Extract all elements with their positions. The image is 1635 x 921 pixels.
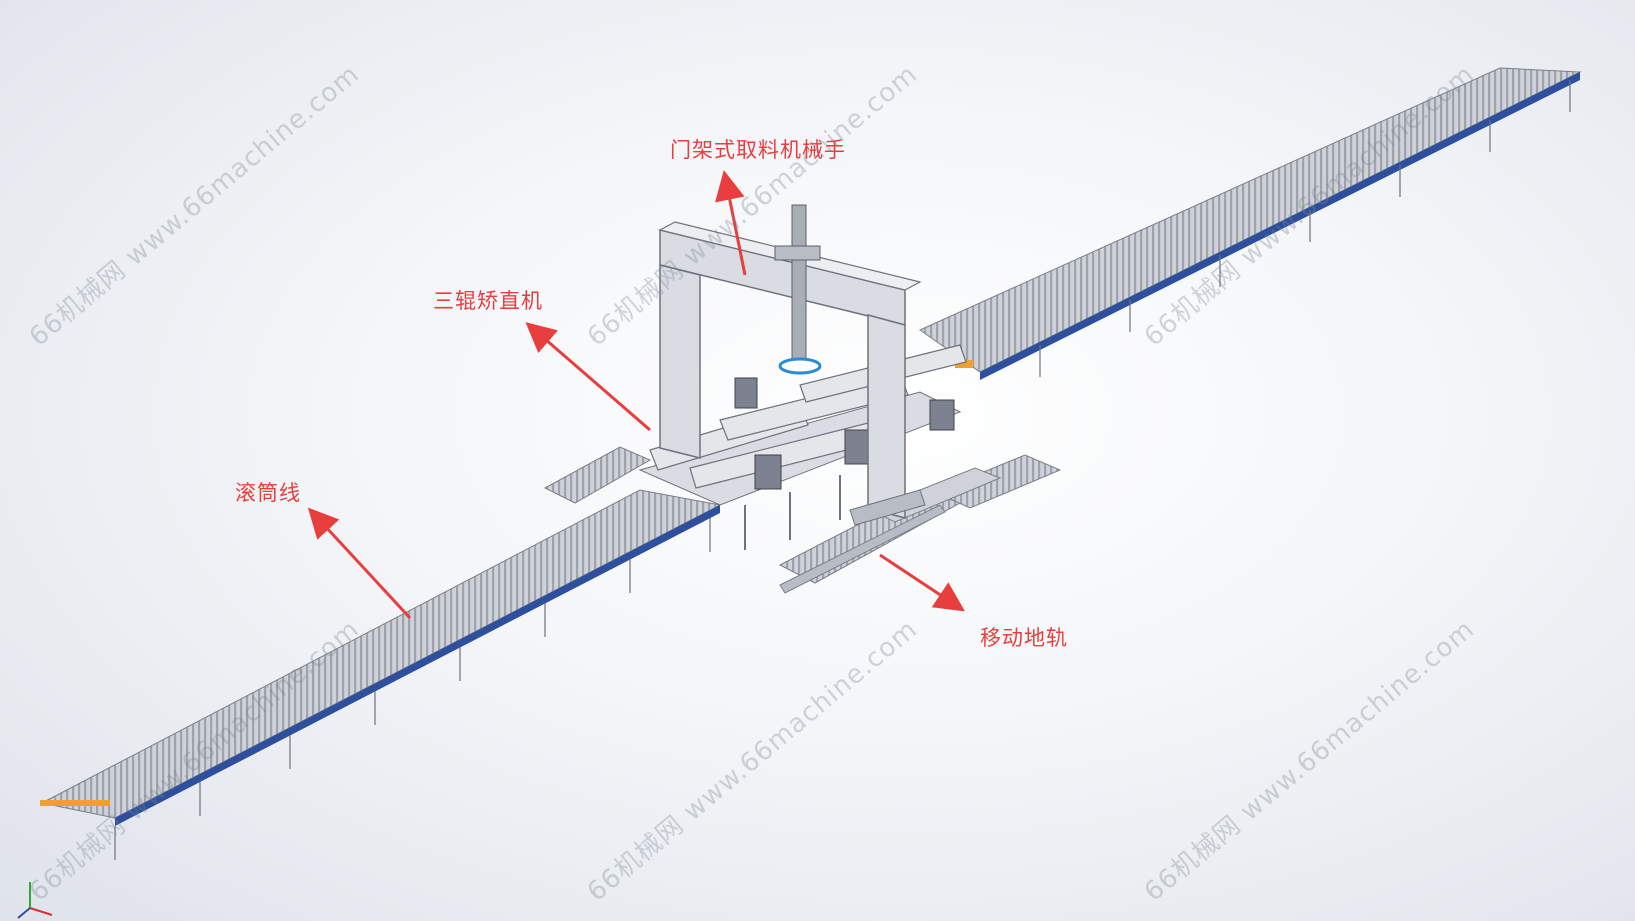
gantry-manipulator-label: 门架式取料机械手 xyxy=(670,138,846,162)
axis-triad-icon xyxy=(17,882,53,919)
straightener-label: 三辊矫直机 xyxy=(433,289,543,313)
roller-line-label: 滚筒线 xyxy=(235,481,301,505)
ground-rail-callout-arrow xyxy=(879,553,966,612)
callout-arrows xyxy=(307,170,966,620)
ground-rail-label: 移动地轨 xyxy=(980,626,1068,650)
gantry-manipulator xyxy=(658,204,926,526)
gantry-callout-arrow xyxy=(715,170,747,276)
straightener-callout-arrow xyxy=(525,322,651,432)
roller-line-callout-arrow xyxy=(307,507,412,620)
right-roller-conveyor xyxy=(918,67,1582,380)
